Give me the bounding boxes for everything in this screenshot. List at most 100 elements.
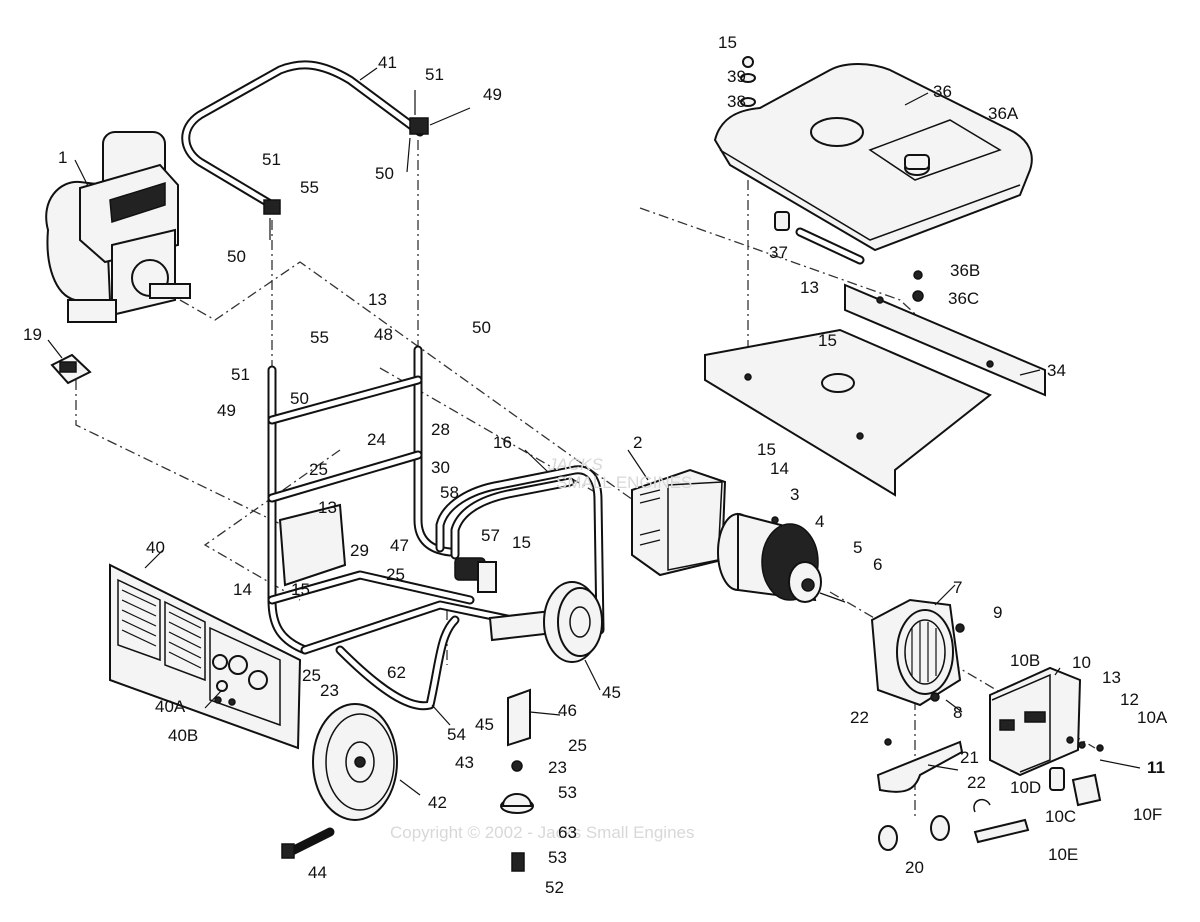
axle-bolt [281,827,335,859]
label-51-left: 51 [231,365,250,384]
label-3: 3 [790,485,799,504]
label-6: 6 [873,555,882,574]
label-58: 58 [440,483,459,502]
label-24: 24 [367,430,386,449]
label-34: 34 [1047,361,1066,380]
label-42: 42 [428,793,447,812]
label-53-bottom: 53 [548,848,567,867]
watermark: JACKS SMALL ENGINES Copyright © 2002 - J… [390,455,695,842]
label-43: 43 [455,753,474,772]
label-45-left: 45 [475,715,494,734]
label-21: 21 [960,748,979,767]
label-36: 36 [933,82,952,101]
part-labels: 1 2 3 4 5 6 7 8 9 10 10A 10B 10C 10D 10E… [23,33,1168,897]
label-25-c: 25 [302,666,321,685]
label-10e: 10E [1048,845,1078,864]
label-36b: 36B [950,261,980,280]
label-20: 20 [905,858,924,877]
handle-tube [181,60,471,240]
label-25-d: 25 [568,736,587,755]
label-15-gen: 15 [757,440,776,459]
front-wheel [312,703,398,821]
label-50-mid: 50 [227,247,246,266]
label-25-a: 25 [309,460,328,479]
label-46: 46 [558,701,577,720]
label-40a: 40A [155,697,186,716]
watermark-logo-sub: SMALL ENGINES [556,473,692,492]
main-frame [267,345,565,711]
watermark-logo-name: JACKS [547,455,603,474]
mount-stack [500,688,534,872]
engine-assembly [45,131,191,323]
label-51-mid: 51 [262,150,281,169]
label-5: 5 [853,538,862,557]
label-8: 8 [953,703,962,722]
label-13-frame: 13 [368,290,387,309]
label-9: 9 [993,603,1002,622]
label-62: 62 [387,663,406,682]
label-10c: 10C [1045,807,1076,826]
label-15-top: 15 [718,33,737,52]
label-48: 48 [374,325,393,344]
label-15-tank: 15 [818,331,837,350]
end-bell [870,598,965,707]
label-10b: 10B [1010,651,1040,670]
label-63: 63 [558,823,577,842]
control-panel [109,563,302,750]
base-plate [704,283,1046,497]
engine-mount [50,353,92,385]
label-14-gen: 14 [770,459,789,478]
label-10f: 10F [1133,805,1162,824]
label-55-frame: 55 [310,328,329,347]
support-bracket [876,738,964,851]
label-1: 1 [58,148,67,167]
label-25-b: 25 [386,565,405,584]
label-23-right: 23 [548,758,567,777]
label-57: 57 [481,526,500,545]
control-box [973,666,1141,844]
label-55-top: 55 [300,178,319,197]
rotor-stator [717,512,846,603]
label-50-left: 50 [290,389,309,408]
fuel-tank [713,56,1033,302]
label-40: 40 [146,538,165,557]
label-10d: 10D [1010,778,1041,797]
label-54: 54 [447,725,466,744]
callout-leaders [47,67,1061,796]
label-30: 30 [431,458,450,477]
label-37: 37 [769,243,788,262]
label-10: 10 [1072,653,1091,672]
label-2: 2 [633,433,642,452]
label-53-top: 53 [558,783,577,802]
label-19: 19 [23,325,42,344]
label-38: 38 [727,92,746,111]
label-44: 44 [308,863,327,882]
label-47: 47 [390,536,409,555]
label-13-right: 13 [1102,668,1121,687]
label-41: 41 [378,53,397,72]
label-40b: 40B [168,726,198,745]
label-23-left: 23 [320,681,339,700]
label-11: 11 [1147,758,1165,777]
label-7: 7 [953,578,962,597]
label-22-top: 22 [850,708,869,727]
label-49-left: 49 [217,401,236,420]
label-12: 12 [1120,690,1139,709]
label-50-frame: 50 [472,318,491,337]
label-15-axle: 15 [512,533,531,552]
label-22-bottom: 22 [967,773,986,792]
watermark-copyright: Copyright © 2002 - Jacks Small Engines [390,823,695,842]
label-39: 39 [727,67,746,86]
label-13-mid: 13 [318,498,337,517]
label-51-top: 51 [425,65,444,84]
label-28: 28 [431,420,450,439]
label-45-right: 45 [602,683,621,702]
label-29: 29 [350,541,369,560]
label-36c: 36C [948,289,979,308]
label-14-left: 14 [233,580,252,599]
label-15-frame: 15 [291,580,310,599]
label-16: 16 [493,433,512,452]
side-handle [435,465,605,635]
label-52: 52 [545,878,564,897]
